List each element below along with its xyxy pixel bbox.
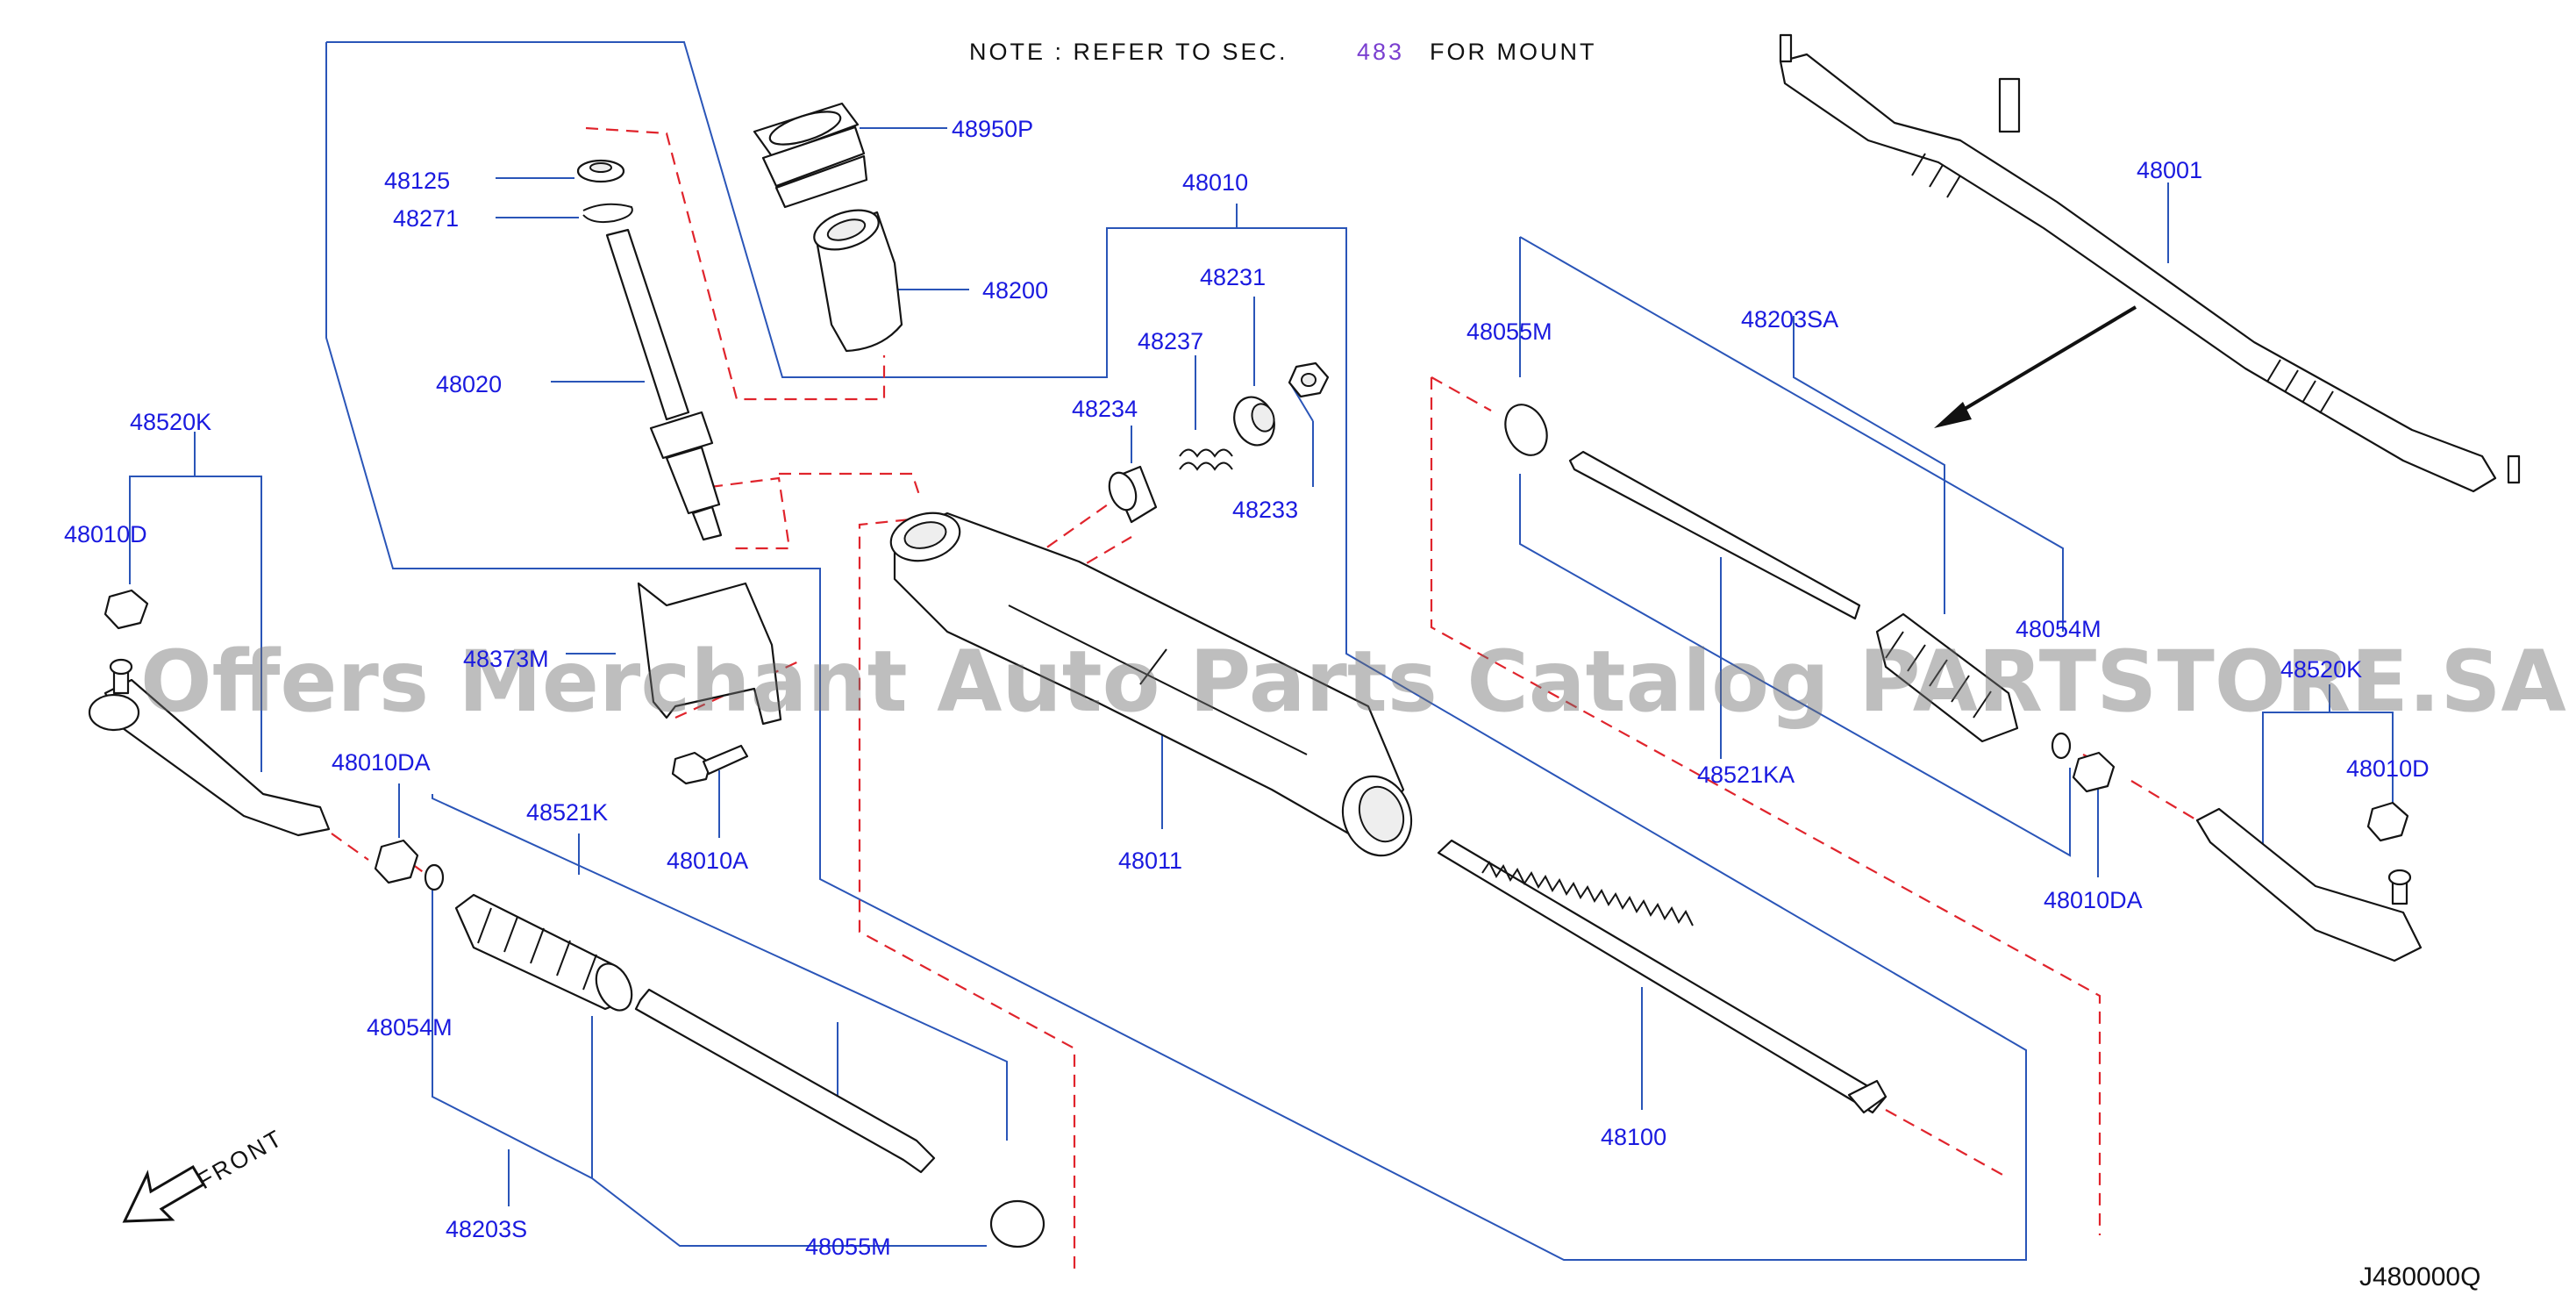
gear-housing-48011-drawing — [889, 512, 1413, 857]
part-label-48203s[interactable]: 48203S — [446, 1216, 527, 1242]
part-label-48521k[interactable]: 48521K — [526, 799, 608, 826]
part-label-48200[interactable]: 48200 — [982, 277, 1048, 304]
section-link-483[interactable]: 483 — [1357, 39, 1404, 65]
front-indicator: FRONT — [122, 1124, 289, 1223]
gear-assembly-48001-drawing — [1779, 33, 2521, 493]
part-label-48054m-right[interactable]: 48054M — [2016, 616, 2101, 642]
bolt-48010a-drawing — [671, 744, 749, 785]
part-label-48001[interactable]: 48001 — [2137, 157, 2202, 183]
bracket-48373m-drawing — [637, 582, 782, 726]
part-label-48055m-left[interactable]: 48055M — [805, 1234, 891, 1260]
part-drawings — [88, 33, 2521, 1248]
nut-48010d-right-drawing — [2366, 801, 2409, 842]
part-label-48054m-left[interactable]: 48054M — [367, 1014, 453, 1041]
cover-48200-drawing — [813, 209, 903, 353]
clamp-48054m-left-drawing — [424, 863, 445, 891]
front-arrow-icon — [122, 1164, 206, 1223]
part-label-48125[interactable]: 48125 — [384, 168, 450, 194]
tie-rod-end-right-drawing — [2195, 807, 2423, 962]
boot-right-drawing — [1875, 612, 2019, 743]
part-label-48011[interactable]: 48011 — [1118, 848, 1182, 874]
inner-rod-left-drawing — [634, 988, 936, 1174]
mount-note: NOTE : REFER TO SEC. 483 FOR MOUNT — [969, 39, 1596, 65]
leader-lines — [129, 41, 2394, 1261]
small-parts-drawing — [1108, 361, 1330, 524]
part-label-48010da-right[interactable]: 48010DA — [2044, 887, 2143, 913]
part-label-48020[interactable]: 48020 — [436, 371, 502, 397]
clamp-48055m-right-drawing — [1504, 404, 1548, 456]
note-prefix: NOTE : REFER TO SEC. — [969, 39, 1288, 65]
part-label-48234[interactable]: 48234 — [1072, 396, 1138, 422]
nut-48010da-left-drawing — [374, 839, 419, 884]
part-label-48233[interactable]: 48233 — [1232, 497, 1298, 523]
rack-48100-drawing — [1437, 839, 1887, 1114]
part-label-48010d-left[interactable]: 48010D — [64, 521, 147, 547]
part-label-48055m-right[interactable]: 48055M — [1466, 318, 1552, 345]
note-suffix: FOR MOUNT — [1430, 39, 1596, 65]
part-label-48231[interactable]: 48231 — [1200, 264, 1266, 290]
watermark-text: Offers Merchant Auto Parts Catalog PARTS… — [140, 633, 2566, 731]
part-label-48100[interactable]: 48100 — [1601, 1124, 1666, 1150]
part-label-48373m[interactable]: 48373M — [463, 646, 549, 672]
tie-rod-end-left-drawing — [88, 658, 331, 837]
clamp-48055m-left-drawing — [989, 1199, 1045, 1248]
clamp-48054m-right-drawing — [2051, 732, 2072, 760]
boot-left-drawing — [454, 893, 633, 1012]
part-label-48010a[interactable]: 48010A — [667, 848, 748, 874]
part-label-48950p[interactable]: 48950P — [952, 116, 1033, 142]
part-label-48237[interactable]: 48237 — [1138, 328, 1203, 354]
part-label-48520k-left[interactable]: 48520K — [130, 409, 211, 435]
direction-arrow-drawing — [1934, 305, 2137, 428]
part-label-48010d-right[interactable]: 48010D — [2346, 755, 2430, 782]
diagram-code: J480000Q — [2359, 1263, 2480, 1291]
pinion-shaft-48020-drawing — [605, 228, 723, 541]
part-label-48010[interactable]: 48010 — [1182, 169, 1248, 196]
part-labels: 48950P 48125 48271 48200 48020 48010 482… — [64, 116, 2430, 1260]
part-label-48203sa[interactable]: 48203SA — [1741, 306, 1838, 333]
boot-48950p-drawing — [753, 102, 868, 209]
part-label-48271[interactable]: 48271 — [393, 205, 459, 232]
front-label: FRONT — [193, 1124, 289, 1194]
nut-48010da-right-drawing — [2072, 751, 2116, 793]
part-label-48010da-left[interactable]: 48010DA — [332, 749, 431, 776]
snap-ring-48271-drawing — [582, 203, 633, 224]
part-label-48521ka[interactable]: 48521KA — [1697, 762, 1795, 788]
inner-rod-right-drawing — [1568, 450, 1861, 620]
nut-48010d-left-drawing — [103, 589, 149, 630]
part-label-48520k-right[interactable]: 48520K — [2280, 656, 2362, 683]
